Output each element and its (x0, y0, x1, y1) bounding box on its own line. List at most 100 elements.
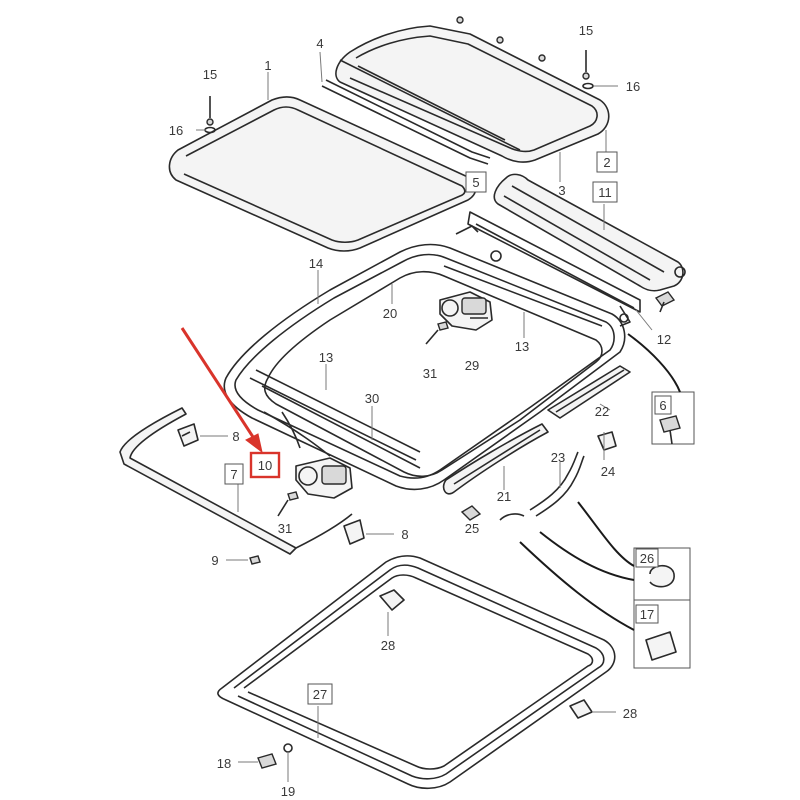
callout-24: 24 (601, 464, 615, 479)
callout-16-left: 16 (169, 123, 183, 138)
svg-text:13: 13 (319, 350, 333, 365)
bracket-8-left (177, 423, 199, 447)
callout-12: 12 (657, 332, 671, 347)
connector-25 (460, 505, 482, 521)
callout-14: 14 (309, 256, 323, 271)
svg-text:5: 5 (472, 175, 479, 190)
svg-text:25: 25 (465, 521, 479, 536)
callout-21: 21 (497, 489, 511, 504)
svg-text:11: 11 (598, 185, 612, 200)
callout-25: 25 (465, 521, 479, 536)
callout-22: 22 (595, 404, 609, 419)
clip-28-upper (379, 589, 405, 611)
callout-18: 18 (217, 756, 231, 771)
bracket-22 (547, 365, 631, 419)
callout-23: 23 (551, 450, 565, 465)
callout-7-boxed: 7 (224, 463, 244, 485)
callout-8-right: 8 (401, 527, 408, 542)
svg-text:13: 13 (515, 339, 529, 354)
motor-29 (439, 291, 493, 331)
callout-15-left: 15 (203, 67, 217, 82)
clip-24 (597, 431, 617, 451)
svg-text:14: 14 (309, 256, 323, 271)
svg-text:16: 16 (169, 123, 183, 138)
clip-28-right (569, 699, 593, 719)
screw-15-left (206, 96, 214, 126)
screw-9 (249, 555, 261, 565)
svg-text:1: 1 (264, 58, 271, 73)
svg-text:21: 21 (497, 489, 511, 504)
highlight-arrow (180, 327, 263, 454)
svg-text:31: 31 (423, 366, 437, 381)
callout-13-right: 13 (515, 339, 529, 354)
screw-12 (654, 291, 676, 313)
svg-text:4: 4 (316, 36, 323, 51)
callout-26-boxed: 26 (635, 548, 659, 568)
callout-6-boxed: 6 (654, 395, 672, 415)
motor-10 (281, 411, 353, 499)
inset-arrows (519, 333, 681, 631)
screw-18 (257, 753, 277, 769)
callout-31-upper: 31 (423, 366, 437, 381)
callout-28-upper: 28 (381, 638, 395, 653)
guide-rail (455, 211, 641, 327)
sunshade-roller (493, 173, 686, 292)
bracket-8-right (343, 519, 365, 545)
callout-10-highlighted: 10 (249, 451, 281, 479)
callout-31-lower: 31 (278, 521, 292, 536)
callout-16-right: 16 (626, 79, 640, 94)
svg-text:15: 15 (203, 67, 217, 82)
callout-30: 30 (365, 391, 379, 406)
front-glass-panel (168, 96, 477, 252)
svg-text:28: 28 (623, 706, 637, 721)
front-seal-strip (321, 59, 521, 165)
svg-text:8: 8 (401, 527, 408, 542)
svg-text:12: 12 (657, 332, 671, 347)
lower-frame-27 (217, 555, 616, 790)
svg-text:24: 24 (601, 464, 615, 479)
screw-31-lower (277, 491, 299, 517)
callout-5-boxed: 5 (465, 171, 487, 193)
drain-channel-21 (442, 423, 549, 495)
callout-8-left: 8 (232, 429, 239, 444)
callout-13-left: 13 (319, 350, 333, 365)
svg-text:16: 16 (626, 79, 640, 94)
drain-hose-23 (499, 451, 585, 521)
svg-text:2: 2 (603, 155, 610, 170)
svg-text:30: 30 (365, 391, 379, 406)
svg-text:31: 31 (278, 521, 292, 536)
callout-27-boxed: 27 (307, 683, 333, 705)
callout-17-boxed: 17 (635, 604, 659, 624)
svg-text:27: 27 (313, 687, 327, 702)
callout-19: 19 (281, 784, 295, 799)
screw-31-upper (425, 321, 449, 345)
screw-15-right (582, 50, 590, 80)
callout-labels: 15 1 16 4 15 16 2 3 5 11 14 20 29 12 13 … (169, 23, 672, 799)
top-screws (456, 16, 546, 62)
svg-text:18: 18 (217, 756, 231, 771)
svg-text:26: 26 (640, 551, 654, 566)
callout-28-right: 28 (623, 706, 637, 721)
svg-text:8: 8 (232, 429, 239, 444)
main-frame (223, 243, 626, 491)
svg-text:3: 3 (558, 183, 565, 198)
callout-20: 20 (383, 306, 397, 321)
callout-9: 9 (211, 553, 218, 568)
callout-2-boxed: 2 (596, 151, 618, 173)
callout-4: 4 (316, 36, 323, 51)
svg-text:9: 9 (211, 553, 218, 568)
callout-15-right: 15 (579, 23, 593, 38)
wind-deflector-7 (119, 407, 353, 555)
washer-16-left (204, 126, 216, 134)
svg-text:10: 10 (258, 458, 272, 473)
svg-text:15: 15 (579, 23, 593, 38)
callout-1: 1 (264, 58, 271, 73)
rear-glass-panel (335, 25, 610, 163)
svg-text:6: 6 (659, 398, 666, 413)
callout-3: 3 (558, 183, 565, 198)
svg-text:7: 7 (230, 467, 237, 482)
svg-text:20: 20 (383, 306, 397, 321)
washer-16-right (582, 82, 594, 90)
svg-text:28: 28 (381, 638, 395, 653)
